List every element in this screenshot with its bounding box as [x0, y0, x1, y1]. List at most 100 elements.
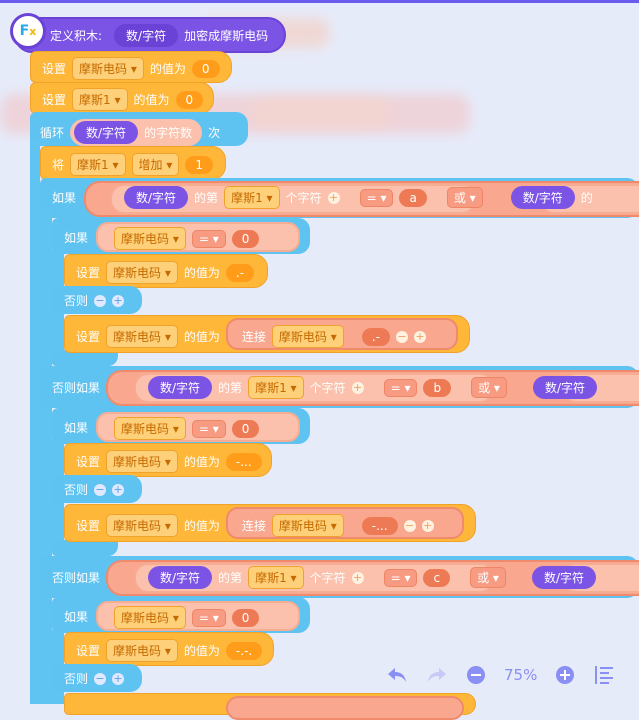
- remove-icon[interactable]: −: [94, 293, 107, 307]
- remove-icon[interactable]: −: [94, 482, 107, 496]
- join-reporter[interactable]: [226, 696, 464, 720]
- set-mid: 的值为: [183, 266, 220, 280]
- inner-if-bottom: [52, 350, 118, 366]
- remove-icon[interactable]: −: [94, 671, 107, 685]
- param-reporter[interactable]: 数/字符: [148, 566, 213, 589]
- if-label: 如果: [64, 231, 89, 245]
- if-label: 如果: [52, 191, 77, 205]
- set-label: 设置: [76, 644, 101, 658]
- compare-value[interactable]: b: [423, 378, 452, 397]
- set-label: 设置: [42, 62, 67, 76]
- variable-dropdown[interactable]: 摩斯电码 ▾: [106, 261, 178, 284]
- else-if-label: 否则如果: [52, 571, 101, 585]
- set-label: 设置: [76, 330, 101, 344]
- variable-dropdown[interactable]: 摩斯电码 ▾: [114, 606, 186, 629]
- add-icon[interactable]: +: [421, 518, 434, 532]
- param-reporter[interactable]: 数/字符: [532, 376, 597, 399]
- set-mid: 的值为: [183, 455, 220, 469]
- if-block-left-bar: [40, 210, 52, 704]
- compare-dropdown[interactable]: = ▾: [191, 419, 226, 438]
- set-mid: 的值为: [183, 519, 220, 533]
- else-label: 否则: [64, 672, 89, 686]
- variable-dropdown[interactable]: 摩斯1 ▾: [72, 88, 128, 111]
- unit-label: 个字符: [285, 191, 322, 205]
- variable-dropdown[interactable]: 摩斯1 ▾: [224, 186, 280, 209]
- add-icon[interactable]: +: [327, 190, 340, 204]
- set-label: 设置: [42, 93, 67, 107]
- if-label: 如果: [64, 610, 89, 624]
- add-icon[interactable]: +: [351, 380, 364, 394]
- add-icon[interactable]: +: [413, 329, 426, 343]
- add-icon[interactable]: +: [112, 482, 125, 496]
- variable-dropdown[interactable]: 摩斯电码 ▾: [114, 417, 186, 440]
- align-blocks-icon[interactable]: [593, 664, 615, 686]
- param-reporter[interactable]: 数/字符: [510, 186, 575, 209]
- compare-dropdown[interactable]: = ▾: [359, 188, 394, 207]
- variable-dropdown[interactable]: 摩斯电码 ▾: [72, 57, 144, 80]
- unit-label: 个字符: [309, 381, 346, 395]
- param-reporter[interactable]: 数/字符: [148, 376, 213, 399]
- or-dropdown[interactable]: 或 ▾: [446, 187, 483, 208]
- variable-dropdown[interactable]: 摩斯电码 ▾: [106, 639, 178, 662]
- compare-value[interactable]: 0: [231, 419, 260, 438]
- value-input[interactable]: .-: [361, 327, 390, 346]
- variable-reporter[interactable]: 摩斯电码 ▾: [271, 514, 344, 537]
- set-mid: 的值为: [183, 644, 220, 658]
- value-input[interactable]: -...: [361, 516, 398, 535]
- loop-count-reporter[interactable]: 数/字符 的字符数: [70, 119, 203, 146]
- compare-value[interactable]: 0: [231, 229, 260, 248]
- compare-value[interactable]: 0: [231, 608, 260, 627]
- value-input[interactable]: -.-.: [225, 641, 263, 660]
- zoom-level: 75%: [504, 666, 538, 684]
- join-label: 连接: [241, 519, 266, 533]
- variable-dropdown[interactable]: 摩斯电码 ▾: [106, 514, 178, 537]
- add-icon[interactable]: +: [112, 671, 125, 685]
- else-label: 否则: [64, 294, 89, 308]
- workspace-controls: 75%: [386, 664, 615, 686]
- remove-icon[interactable]: −: [403, 518, 416, 532]
- variable-dropdown[interactable]: 摩斯1 ▾: [248, 566, 304, 589]
- add-icon[interactable]: +: [112, 293, 125, 307]
- else-if-label: 否则如果: [52, 381, 101, 395]
- define-name: 加密成摩斯电码: [184, 29, 269, 43]
- zoom-out-icon[interactable]: [466, 665, 486, 685]
- set-label: 设置: [76, 455, 101, 469]
- remove-icon[interactable]: −: [395, 329, 408, 343]
- value-input[interactable]: .-: [225, 263, 255, 282]
- variable-dropdown[interactable]: 摩斯电码 ▾: [114, 227, 186, 250]
- define-param[interactable]: 数/字符: [114, 24, 179, 47]
- redo-icon[interactable]: [426, 665, 448, 685]
- param-reporter[interactable]: 数/字符: [124, 186, 189, 209]
- change-label: 将: [52, 158, 65, 172]
- param-reporter[interactable]: 数/字符: [74, 121, 139, 144]
- add-icon[interactable]: +: [351, 570, 364, 584]
- set-mid: 的值为: [149, 62, 186, 76]
- inner-if-bottom: [52, 540, 118, 556]
- or-dropdown[interactable]: 或 ▾: [471, 377, 507, 398]
- blurred-block: [250, 98, 390, 128]
- undo-icon[interactable]: [386, 665, 408, 685]
- value-input[interactable]: 1: [185, 155, 213, 174]
- param-reporter[interactable]: 数/字符: [531, 566, 596, 589]
- variable-dropdown[interactable]: 摩斯1 ▾: [248, 376, 304, 399]
- compare-dropdown[interactable]: = ▾: [191, 608, 226, 627]
- or-dropdown[interactable]: 或 ▾: [470, 567, 506, 588]
- compare-dropdown[interactable]: = ▾: [383, 568, 418, 587]
- set-label: 设置: [76, 519, 101, 533]
- zoom-in-icon[interactable]: [555, 665, 575, 685]
- variable-reporter[interactable]: 摩斯电码 ▾: [271, 325, 344, 348]
- variable-dropdown[interactable]: 摩斯电码 ▾: [106, 325, 178, 348]
- set-label: 设置: [76, 266, 101, 280]
- value-input[interactable]: -...: [225, 452, 262, 471]
- loop-mid: 的字符数: [144, 126, 193, 140]
- compare-dropdown[interactable]: = ▾: [383, 378, 418, 397]
- value-input[interactable]: 0: [175, 90, 204, 109]
- variable-dropdown[interactable]: 摩斯电码 ▾: [106, 450, 178, 473]
- value-input[interactable]: 0: [191, 59, 220, 78]
- compare-value[interactable]: c: [423, 568, 451, 587]
- operation-dropdown[interactable]: 增加 ▾: [131, 153, 180, 176]
- compare-value[interactable]: a: [399, 188, 427, 207]
- nth-label: 的第: [218, 571, 243, 585]
- compare-dropdown[interactable]: = ▾: [191, 229, 226, 248]
- variable-dropdown[interactable]: 摩斯1 ▾: [70, 153, 126, 176]
